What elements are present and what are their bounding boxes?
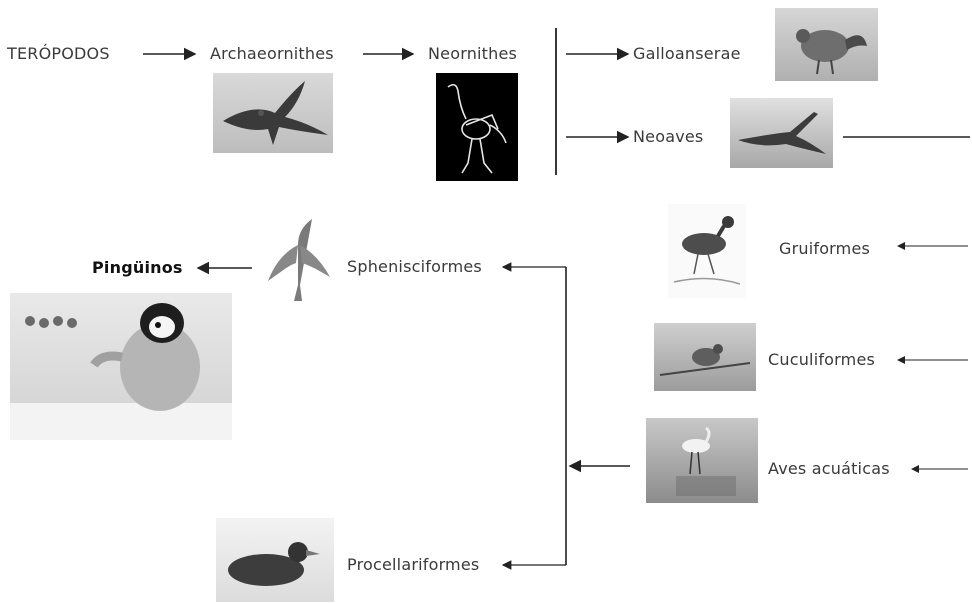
aves-acuaticas-image: [646, 418, 758, 503]
sphenisciformes-image: [260, 215, 335, 313]
galloanserae-image: [775, 8, 878, 81]
label-teropodos: TERÓPODOS: [7, 44, 110, 63]
label-cuculiformes: Cuculiformes: [768, 350, 875, 369]
pinguinos-image: [10, 293, 232, 440]
label-aves-acuaticas: Aves acuáticas: [768, 459, 890, 478]
label-neoaves: Neoaves: [633, 127, 703, 146]
label-pinguinos: Pingüinos: [92, 258, 183, 277]
label-procellariformes: Procellariformes: [347, 555, 479, 574]
archaeopteryx-image: [213, 73, 333, 153]
label-neornithes: Neornithes: [428, 44, 517, 63]
gruiformes-image: [668, 204, 746, 298]
procellariformes-image: [216, 518, 334, 602]
neornithes-skeleton-image: [436, 73, 518, 181]
neoaves-image: [730, 98, 833, 168]
label-sphenisciformes: Sphenisciformes: [347, 257, 482, 276]
cuculiformes-image: [654, 323, 756, 391]
label-gruiformes: Gruiformes: [779, 239, 870, 258]
label-galloanserae: Galloanserae: [633, 44, 741, 63]
label-archaeornithes: Archaeornithes: [210, 44, 334, 63]
